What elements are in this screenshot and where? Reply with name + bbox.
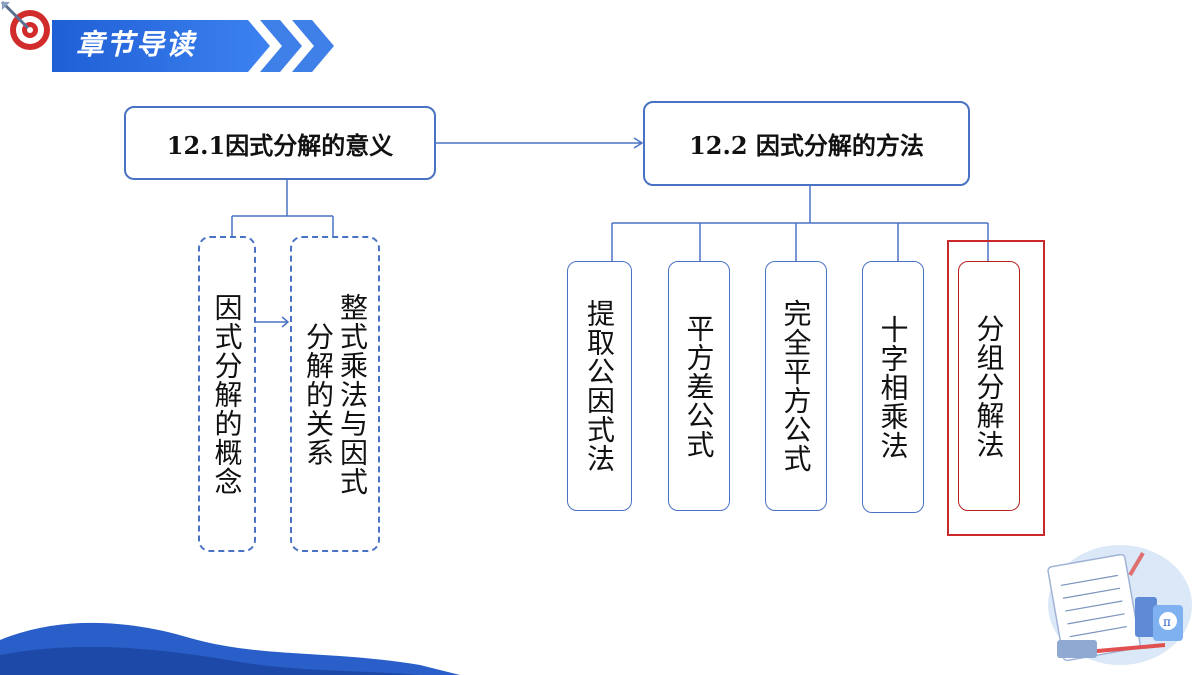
method-box-difference-of-squares: 平方差公式	[668, 261, 730, 511]
concept-box: 因式分解的概念	[198, 236, 256, 552]
method-label: 完全平方公式	[779, 299, 813, 473]
concept-text: 因式分解的概念	[210, 292, 244, 496]
math-illustration: π	[1047, 545, 1192, 665]
method-box-perfect-square: 完全平方公式	[765, 261, 827, 511]
highlight-frame	[947, 240, 1045, 536]
method-label: 十字相乘法	[876, 314, 910, 460]
dart-target-icon	[0, 0, 50, 50]
page-title: 章节导读	[76, 28, 197, 61]
method-label: 提取公因式法	[583, 299, 616, 473]
method-box-grouping: 分组分解法	[958, 261, 1020, 511]
method-label: 分组分解法	[972, 313, 1006, 459]
section-1-box: 12.1因式分解的意义	[124, 106, 436, 180]
method-box-cross-multiplication: 十字相乘法	[862, 261, 924, 513]
section-1-title: 12.1因式分解的意义	[166, 130, 394, 160]
header-banner	[52, 20, 334, 72]
relation-box: 整式乘法与因式分解的关系	[290, 236, 380, 552]
method-label: 平方差公式	[682, 313, 716, 459]
bottom-wave-decoration	[0, 622, 460, 675]
method-box-factor-out: 提取公因式法	[567, 261, 632, 511]
svg-text:π: π	[1163, 615, 1171, 629]
relation-text: 整式乘法与因式分解的关系	[302, 292, 369, 496]
section-2-title: 12.2 因式分解的方法	[689, 131, 924, 160]
section-2-box: 12.2 因式分解的方法	[643, 101, 970, 186]
